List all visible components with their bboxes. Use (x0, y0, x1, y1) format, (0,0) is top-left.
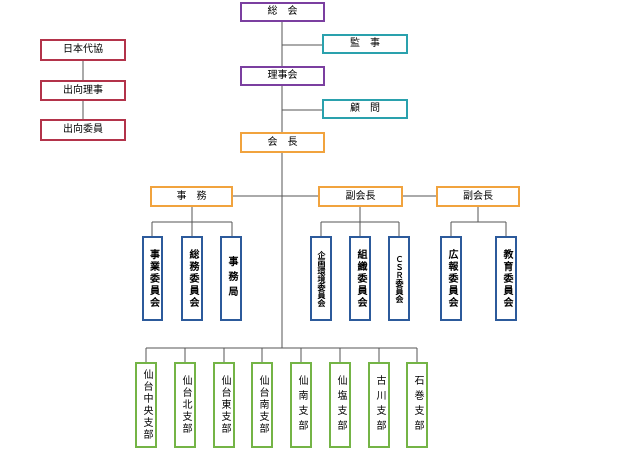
japan-assoc-label: 日本代協 (63, 44, 103, 55)
vice-president-2-box: 副会長 (436, 186, 520, 207)
president-box: 会 長 (240, 132, 325, 153)
board-label: 理事会 (267, 70, 298, 81)
general-affairs-committee-label: 総務委員会 (187, 248, 198, 309)
branch-label: 仙台北支部 (180, 375, 191, 435)
branch-sendai-chuo: 仙台中央支部 (135, 362, 157, 448)
education-committee-box: 教育委員会 (495, 236, 517, 321)
board-box: 理事会 (240, 66, 325, 86)
seconded-director-label: 出向理事 (63, 84, 103, 96)
seconded-director-box: 出向理事 (40, 80, 126, 101)
seconded-member-label: 出向委員 (63, 124, 103, 135)
business-committee-box: 事業委員会 (142, 236, 163, 321)
pr-committee-label: 広報委員会 (446, 248, 457, 309)
seconded-member-box: 出向委員 (40, 119, 126, 141)
branch-label: 古川支部 (374, 375, 385, 435)
organization-committee-label: 組織委員会 (355, 248, 366, 309)
branch-label: 仙塩支部 (335, 375, 346, 435)
advisor-label: 顧 問 (350, 103, 380, 114)
secretariat-box: 事務局 (220, 236, 242, 321)
branch-ishinomaki: 石巻支部 (406, 362, 428, 448)
branch-label: 仙台南支部 (257, 375, 268, 435)
csr-committee-box: ＣＳＲ委員会 (388, 236, 410, 321)
office-box: 事 務 (150, 186, 233, 207)
planning-environment-committee-label: 企画環境委員会 (317, 250, 326, 307)
branch-label: 仙南支部 (296, 375, 307, 435)
organization-committee-box: 組織委員会 (349, 236, 371, 321)
csr-committee-label: ＣＳＲ委員会 (395, 254, 404, 303)
branch-sendai-minami: 仙台南支部 (251, 362, 273, 448)
advisor-box: 顧 問 (322, 99, 408, 119)
general-meeting-label: 総 会 (267, 6, 298, 17)
planning-environment-committee-box: 企画環境委員会 (310, 236, 332, 321)
branch-label: 仙台中央支部 (141, 369, 152, 441)
branch-senen: 仙塩支部 (329, 362, 351, 448)
branch-sennan: 仙南支部 (290, 362, 312, 448)
vice-president-2-label: 副会長 (463, 190, 493, 202)
business-committee-label: 事業委員会 (147, 248, 159, 309)
branch-label: 石巻支部 (412, 375, 423, 435)
general-affairs-committee-box: 総務委員会 (181, 236, 203, 321)
auditor-label: 監 事 (350, 38, 380, 49)
japan-assoc-box: 日本代協 (40, 39, 126, 61)
general-meeting-box: 総 会 (240, 2, 325, 22)
auditor-box: 監 事 (322, 34, 408, 54)
education-committee-label: 教育委員会 (501, 248, 512, 309)
branch-furukawa: 古川支部 (368, 362, 390, 448)
branch-sendai-higashi: 仙台東支部 (213, 362, 235, 448)
branch-label: 仙台東支部 (219, 375, 230, 435)
president-label: 会 長 (267, 136, 298, 148)
vice-president-1-box: 副会長 (318, 186, 403, 207)
branch-sendai-kita: 仙台北支部 (174, 362, 196, 448)
secretariat-label: 事務局 (226, 256, 237, 301)
pr-committee-box: 広報委員会 (440, 236, 462, 321)
vice-president-1-label: 副会長 (345, 190, 376, 202)
office-label: 事 務 (176, 190, 207, 202)
